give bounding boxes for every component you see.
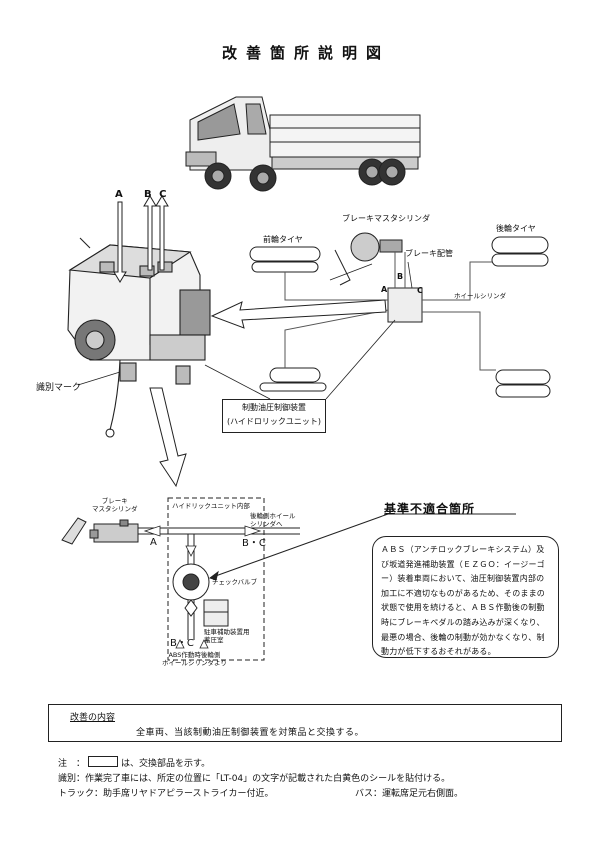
- brake-pipe-label: ブレーキ配管: [405, 249, 453, 258]
- control-unit-label: 制動油圧制御装置 (ハイドロリックユニット): [222, 399, 326, 433]
- improvement-heading: 改善の内容: [70, 713, 116, 723]
- unit-inside-label: ハイドリックユニット内部: [172, 502, 250, 510]
- improvement-text: 全車両、当該制動油圧制御装置を対策品と交換する。: [136, 728, 365, 738]
- nonconformity-title: 基準不適合箇所: [384, 502, 476, 516]
- down-arrow: [149, 387, 187, 488]
- brake-master-label: ブレーキマスタシリンダ: [342, 214, 430, 223]
- note-suffix: は、交換部品を示す。: [121, 759, 211, 769]
- rear-tire-label: 後輪タイヤ: [496, 224, 536, 233]
- check-valve-label: チェックバルブ: [212, 578, 258, 586]
- front-tire-label: 前輪タイヤ: [263, 235, 303, 244]
- brake-system-schematic: [249, 232, 551, 398]
- accumulator-label: 駐車補助装置用 蓄圧室: [204, 628, 250, 644]
- replacement-part-box: [88, 756, 119, 767]
- zoom-arrow: [210, 299, 387, 329]
- rear-wheel-to-label: 後輪側ホイール シリンダへ: [250, 512, 296, 528]
- port-arrows: [113, 195, 169, 283]
- note-prefix: 注 ：: [58, 759, 86, 769]
- flow-arrows: [143, 525, 262, 649]
- hydraulic-circuit: [61, 497, 300, 661]
- circuit-letter-bc2: B・C: [170, 638, 194, 649]
- schematic-letter-a: A: [381, 285, 388, 294]
- wheel-cylinder-label: ホイールシリンダ: [454, 292, 506, 300]
- label-bc: B C: [144, 189, 169, 200]
- control-unit-name: 制動油圧制御装置: [242, 403, 306, 412]
- nonconformity-text: ＡＢＳ（アンチロックブレーキシステム）及び坂道発進補助装置（ＥＺＧＯ：イージーゴ…: [381, 545, 545, 657]
- truck-note: トラック：助手席リヤドアピラーストライカー付近。: [58, 789, 274, 799]
- schematic-letter-b: B: [397, 272, 404, 281]
- note-line: 注 ： は、交換部品を示す。: [58, 756, 210, 769]
- nc-pointer: [208, 513, 389, 581]
- hydraulic-unit-illustration: [67, 237, 211, 438]
- schematic-letter-c: C: [417, 286, 423, 295]
- nonconformity-box: ＡＢＳ（アンチロックブレーキシステム）及び坂道発進補助装置（ＥＺＧＯ：イージーゴ…: [372, 536, 559, 658]
- abs-from-label: ABS作動時後輪側 ホイールシリンダより: [162, 651, 227, 667]
- improvement-box: [48, 704, 562, 742]
- label-pointers: [204, 261, 413, 400]
- circuit-letter-a: A: [150, 537, 157, 548]
- id-mark-label: 識別マーク: [36, 383, 82, 393]
- label-a: A: [115, 189, 123, 200]
- circuit-letter-bc: B・C: [242, 538, 266, 549]
- hydraulic-unit-name: (ハイドロリックユニット): [226, 417, 322, 426]
- page-title: 改善箇所説明図: [221, 44, 390, 62]
- truck-illustration: [185, 96, 421, 192]
- circuit-master-label: ブレーキ マスタシリンダ: [92, 497, 138, 513]
- id-note: 識別：作業完了車には、所定の位置に「LT-04」の文字が記載された白黄色のシール…: [58, 774, 451, 784]
- bus-note: バス：運転席足元右側面。: [355, 789, 464, 799]
